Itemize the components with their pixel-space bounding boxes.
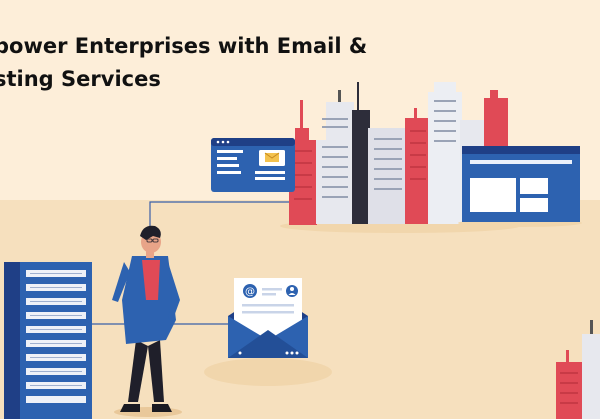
user-icon xyxy=(286,285,298,297)
svg-text:@: @ xyxy=(245,287,255,298)
browser-window-icon xyxy=(458,146,582,227)
envelope-icon: @ xyxy=(204,278,332,386)
at-sign-icon: @ xyxy=(243,284,257,298)
person-illustration xyxy=(112,225,182,417)
server-rack-icon xyxy=(4,262,92,419)
email-window-icon xyxy=(259,150,285,166)
headline-line-1: power Enterprises with Email & xyxy=(0,34,368,58)
email-window-card xyxy=(211,138,295,192)
headline: power Enterprises with Email & sting Ser… xyxy=(0,30,367,96)
small-buildings xyxy=(556,320,600,419)
headline-line-2: sting Services xyxy=(0,67,161,91)
